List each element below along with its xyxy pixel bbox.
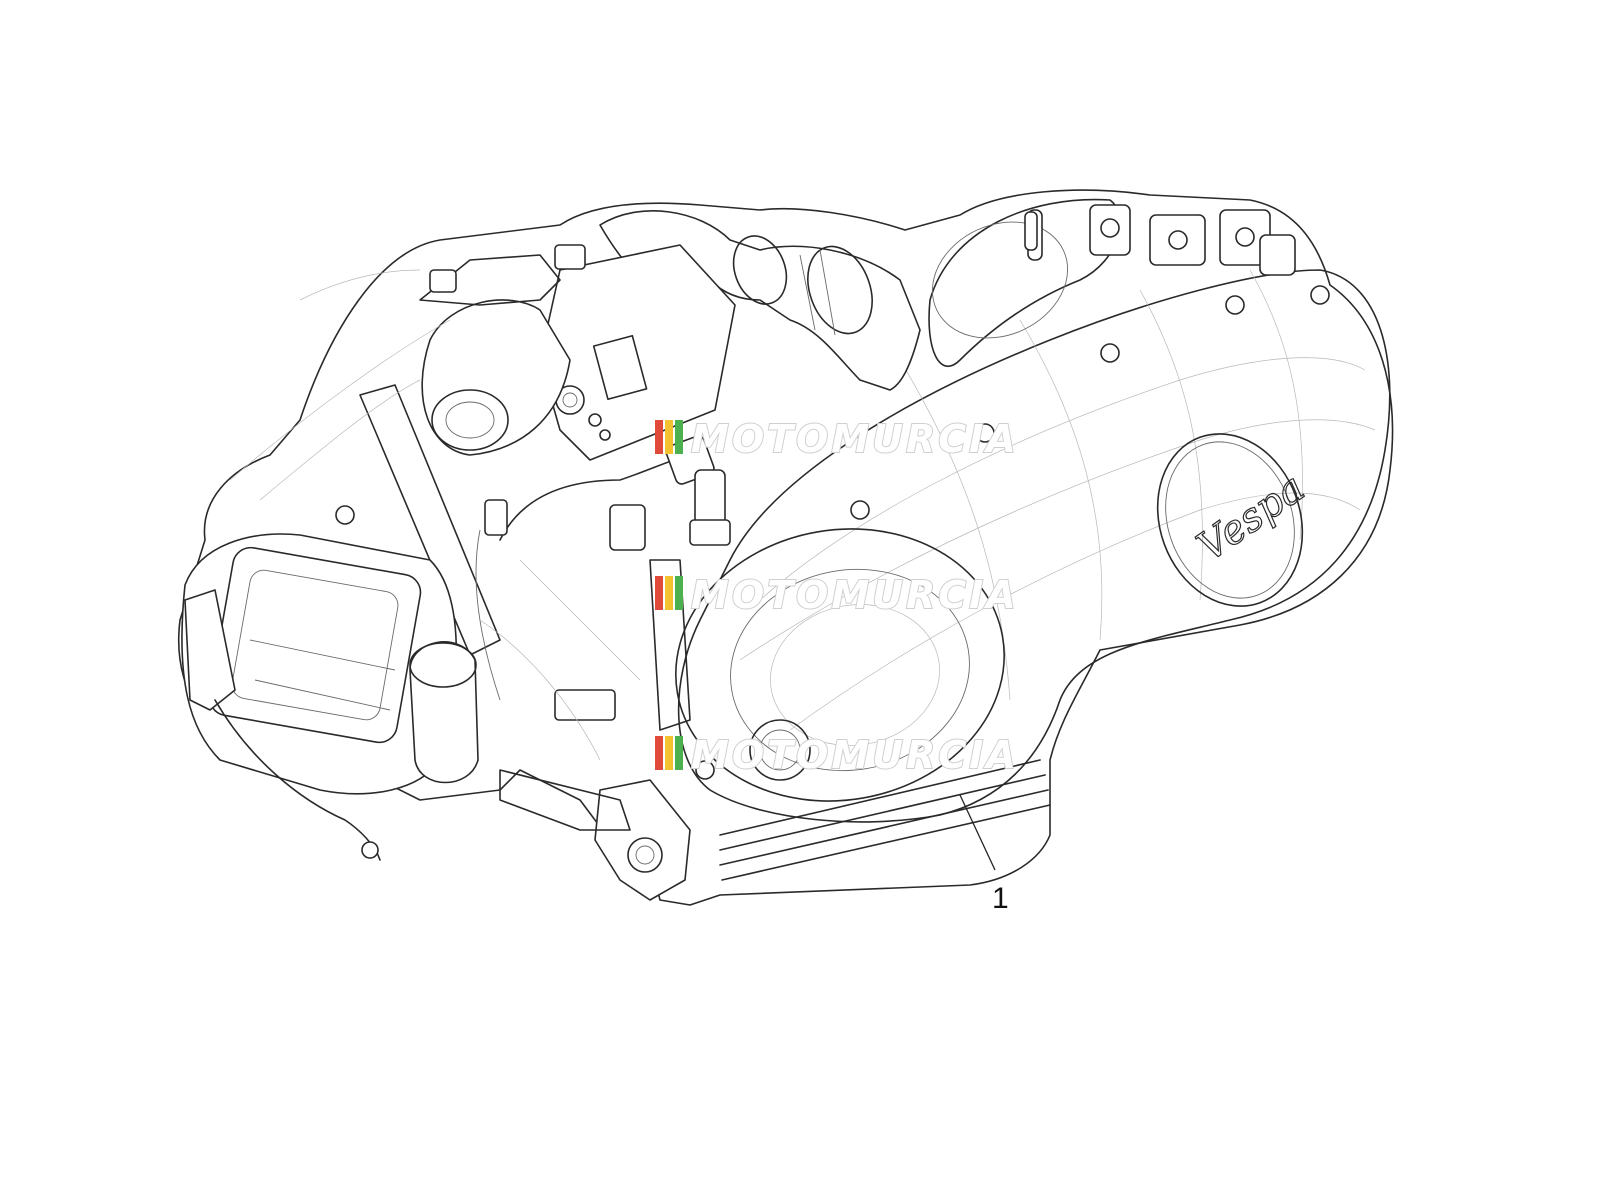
lower-pipe [499,769,631,831]
spark-plug-cap [184,589,236,711]
callout-number: 1 [992,882,1009,915]
watermark-text: MOTOMURCIA [691,417,1019,461]
cooling-fin [719,759,1041,836]
transmission-cover [677,269,1391,823]
watermark: MOTOMURCIA [655,572,1019,618]
engine-mount-arm [594,779,691,901]
drain-plug [749,719,811,781]
throttle-valve [421,299,571,456]
cooling-fin [721,804,1051,881]
engine-assembly: Vespa [177,189,1394,906]
sensor-cable [499,454,691,541]
intake-manifold [419,254,561,306]
callout-leader-line [959,794,996,871]
flywheel-housing [928,198,1121,367]
oil-dipstick [1024,211,1038,251]
brand-badge [1156,433,1304,607]
cooling-fin [719,774,1046,851]
cooling-fin [719,789,1049,866]
sensor-cable [475,529,501,701]
watermark-text: MOTOMURCIA [691,573,1019,617]
clutch-cover [675,528,1005,802]
callout-1: 1 [959,794,1009,915]
watermark: MOTOMURCIA [655,416,1019,462]
oil-filter [409,641,479,784]
watermark-text: MOTOMURCIA [691,733,1019,777]
mount-brackets [1027,204,1296,276]
fuel-injector [694,469,726,526]
watermark: MOTOMURCIA [655,732,1019,778]
mount-bracket-plate [649,559,691,731]
